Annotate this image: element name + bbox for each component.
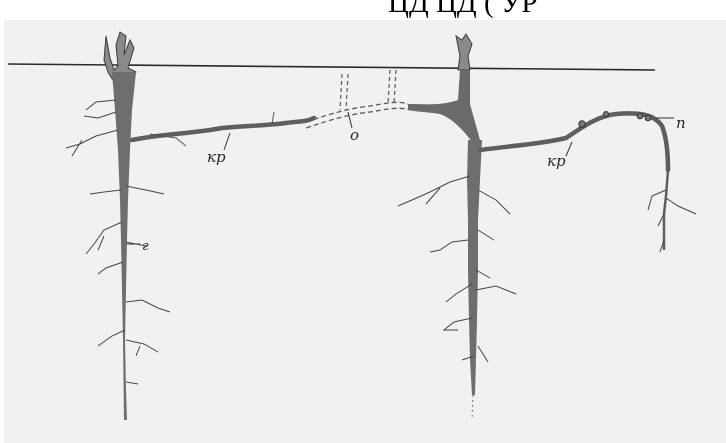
label-p: п: [676, 114, 686, 132]
decayed-shoot-1: [340, 74, 348, 110]
right-creeping-root-end: [664, 170, 668, 250]
label-kr-left: кр: [207, 148, 226, 166]
label-o: о: [350, 126, 359, 144]
right-plant-shoot: [456, 34, 472, 70]
soil-surface-line: [8, 64, 655, 70]
right-end-roots: [648, 190, 696, 252]
label-kr-right: кр: [547, 152, 566, 170]
left-plant: [66, 32, 170, 420]
right-lateral-roots: [398, 176, 516, 362]
right-taproot: [467, 140, 482, 395]
right-rhizome-connection: [408, 70, 480, 148]
right-taproot-tail: [472, 395, 473, 420]
decayed-segment-dashed: [306, 70, 410, 128]
left-creeping-root: [132, 118, 314, 140]
decayed-shoot-2: [388, 70, 396, 104]
label-g: г: [142, 239, 149, 254]
right-plant: [398, 34, 516, 420]
left-taproot-upper: [112, 72, 136, 420]
right-creeping-root: [480, 113, 668, 170]
